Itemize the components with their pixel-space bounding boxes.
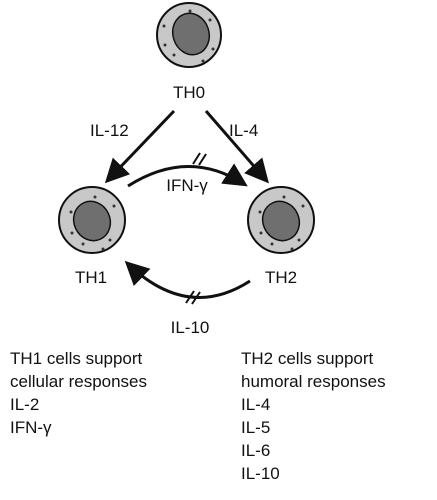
- th2-item-il5: IL-5: [241, 418, 271, 437]
- th2-heading-line2: humoral responses: [241, 372, 386, 391]
- th2-heading-line1: TH2 cells support: [241, 349, 374, 368]
- th1-label: TH1: [75, 268, 107, 287]
- th0-cell: [156, 2, 222, 68]
- th1-cell: [58, 186, 126, 254]
- th2-item-il10: IL-10: [241, 464, 280, 483]
- th2-item-il4: IL-4: [241, 395, 271, 414]
- th2-item-il6: IL-6: [241, 441, 271, 460]
- th0-nucleus: [171, 12, 211, 56]
- th2-cell: [247, 186, 315, 254]
- th1-nucleus: [72, 200, 112, 242]
- th1-item-il2: IL-2: [10, 395, 40, 414]
- il10-label: IL-10: [171, 318, 210, 337]
- th1-to-th2-inhibition-mark: [192, 152, 207, 166]
- ifng-label: IFN-γ: [166, 176, 208, 195]
- th0-to-th1-arrow: [104, 109, 176, 184]
- il12-label: IL-12: [90, 121, 129, 140]
- th1-heading-line2: cellular responses: [10, 372, 148, 391]
- th1-description: TH1 cells support cellular responses IL-…: [10, 347, 147, 439]
- th2-to-th1-inhibition-mark: [185, 290, 201, 305]
- th2-label: TH2: [265, 268, 297, 287]
- th1-item-ifng: IFN-γ: [10, 418, 52, 437]
- th1-to-th2-arrow: [127, 163, 248, 188]
- th2-to-th1-arrow: [124, 260, 251, 299]
- th1-heading-line1: TH1 cells support: [10, 349, 143, 368]
- il4-label: IL-4: [229, 121, 258, 140]
- th0-label: TH0: [173, 83, 205, 102]
- th2-description: TH2 cells support humoral responses IL-4…: [241, 347, 386, 485]
- th0-to-th2-arrow: [204, 110, 269, 184]
- th2-nucleus: [261, 200, 301, 242]
